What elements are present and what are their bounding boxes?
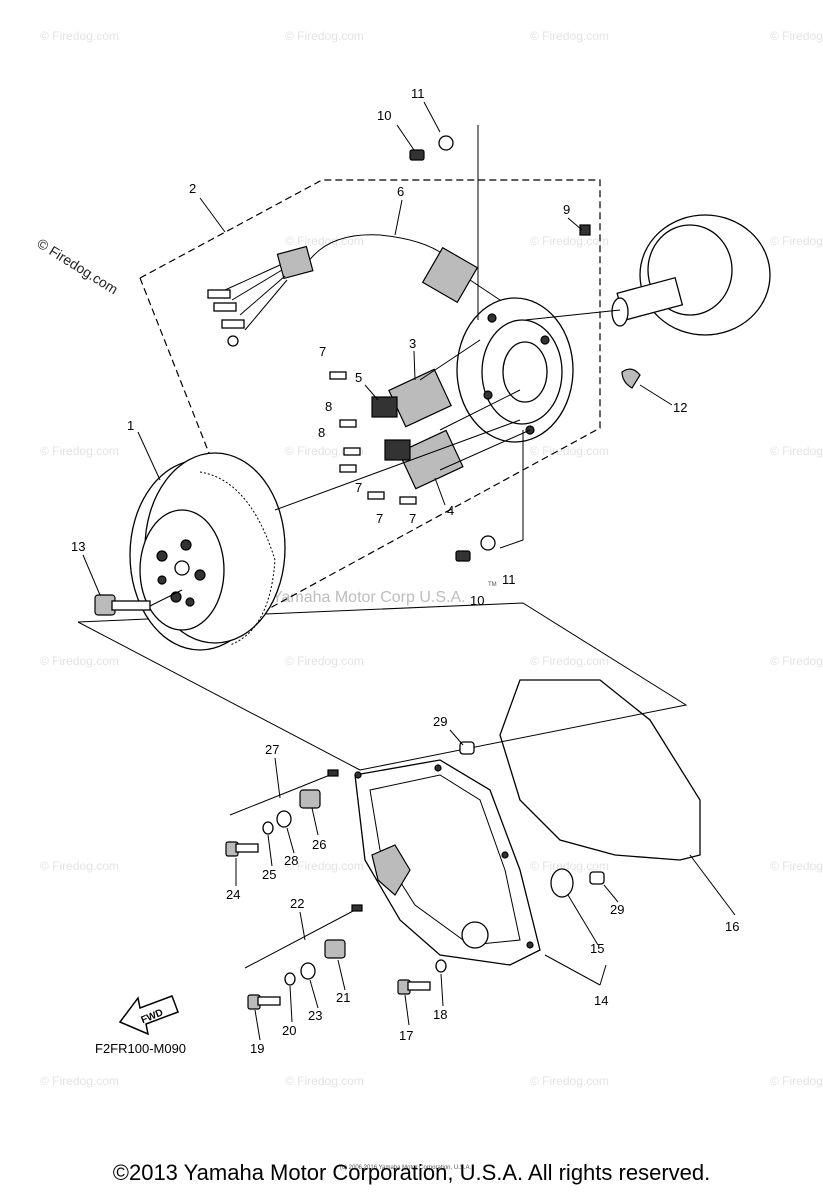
callout-labels: 1 2 3 4 5 6 7 7 7 7 8 8 9 10 10 11 11 12… [71,86,739,1056]
watermark-text: © Firedog.com [40,444,119,458]
group-frame [77,602,688,771]
watermark-text: © Firedog.com [530,1074,609,1088]
alignment-line [499,430,524,549]
copyright-notice: ©2013 Yamaha Motor Corporation, U.S.A. A… [112,1160,711,1185]
alignment-line [274,419,521,511]
watermark-text: © Firedog.com [530,859,609,873]
flywheel-bolt [94,589,183,616]
callout-10-a: 10 [377,108,391,123]
callout-12: 12 [673,400,687,415]
watermark-text: © Firedog.com [770,1074,823,1088]
watermark-text: © Firedog.com [770,29,823,43]
callout-7-c: 7 [376,511,383,526]
alignment-line [524,309,621,321]
crankcase-cover [354,759,541,966]
callout-6: 6 [397,184,404,199]
crankcase-gasket [499,679,701,861]
watermark-text: © Firedog.com [770,654,823,668]
callout-29-b: 29 [610,902,624,917]
callout-8-a: 8 [325,399,332,414]
callout-21: 21 [336,990,350,1005]
callout-11-b: 11 [502,572,516,587]
screws-group [329,135,591,562]
callout-2: 2 [189,181,196,196]
watermark-text: © Firedog.com [40,859,119,873]
callout-20: 20 [282,1023,296,1038]
tm-mark: TM [488,582,497,588]
callout-leaders [82,101,736,1041]
stator-base-plate [456,297,574,443]
dowel-pins [459,741,605,898]
watermark-text: © Firedog.com [285,859,364,873]
callout-7-d: 7 [409,511,416,526]
callout-3: 3 [409,336,416,351]
callout-23: 23 [308,1008,322,1023]
watermark-text: © Firedog.com [770,234,823,248]
corp-watermark: Yamaha Motor Corp U.S.A. [272,589,466,606]
watermark-text: © Firedog.com [285,1074,364,1088]
watermark-text: © Firedog.com [530,444,609,458]
callout-24: 24 [226,887,240,902]
callout-18: 18 [433,1007,447,1022]
watermark-text: © Firedog.com [285,29,364,43]
firedog-label: © Firedog.com [34,235,121,297]
watermark-layer: © Firedog.com © Firedog.com © Firedog.co… [40,29,823,1088]
diagram-code: F2FR100-M090 [95,1041,186,1056]
watermark-text: © Firedog.com [40,29,119,43]
callout-9: 9 [563,202,570,217]
stator-assembly-outline-edge [139,277,271,609]
callout-22: 22 [290,896,304,911]
callout-27: 27 [265,742,279,757]
callout-11-a: 11 [411,86,425,101]
callout-28: 28 [284,853,298,868]
callout-8-b: 8 [318,425,325,440]
callout-13: 13 [71,539,85,554]
callout-7-a: 7 [319,344,326,359]
watermark-text: © Firedog.com [40,654,119,668]
watermark-text: © Firedog.com [770,859,823,873]
callout-29-a: 29 [433,714,447,729]
callout-10-b: 10 [470,593,484,608]
callout-25: 25 [262,867,276,882]
forward-arrow-icon: FWD [118,995,179,1036]
watermark-text: © Firedog.com [40,1074,119,1088]
callout-19: 19 [250,1041,264,1056]
callout-26: 26 [312,837,326,852]
callout-16: 16 [725,919,739,934]
callout-5: 5 [355,370,362,385]
watermark-text: © Firedog.com [285,654,364,668]
callout-14: 14 [594,993,608,1008]
callout-17: 17 [399,1028,413,1043]
watermark-text: © Firedog.com [770,444,823,458]
watermark-text: © Firedog.com [530,234,609,248]
callout-4: 4 [447,503,454,518]
footer-small-print: (c) 2006 2016 Yamaha Motor Corporation, … [340,1165,472,1171]
callout-7-b: 7 [355,480,362,495]
watermark-text: © Firedog.com [530,29,609,43]
stator-assembly-outline [139,179,601,609]
callout-15: 15 [590,941,604,956]
wiring-harness [207,234,501,347]
stator-coil-assembly [371,339,531,490]
flywheel-rotor [129,452,286,651]
watermark-text: © Firedog.com [530,654,609,668]
crankshaft-end [611,214,771,389]
callout-1: 1 [127,418,134,433]
